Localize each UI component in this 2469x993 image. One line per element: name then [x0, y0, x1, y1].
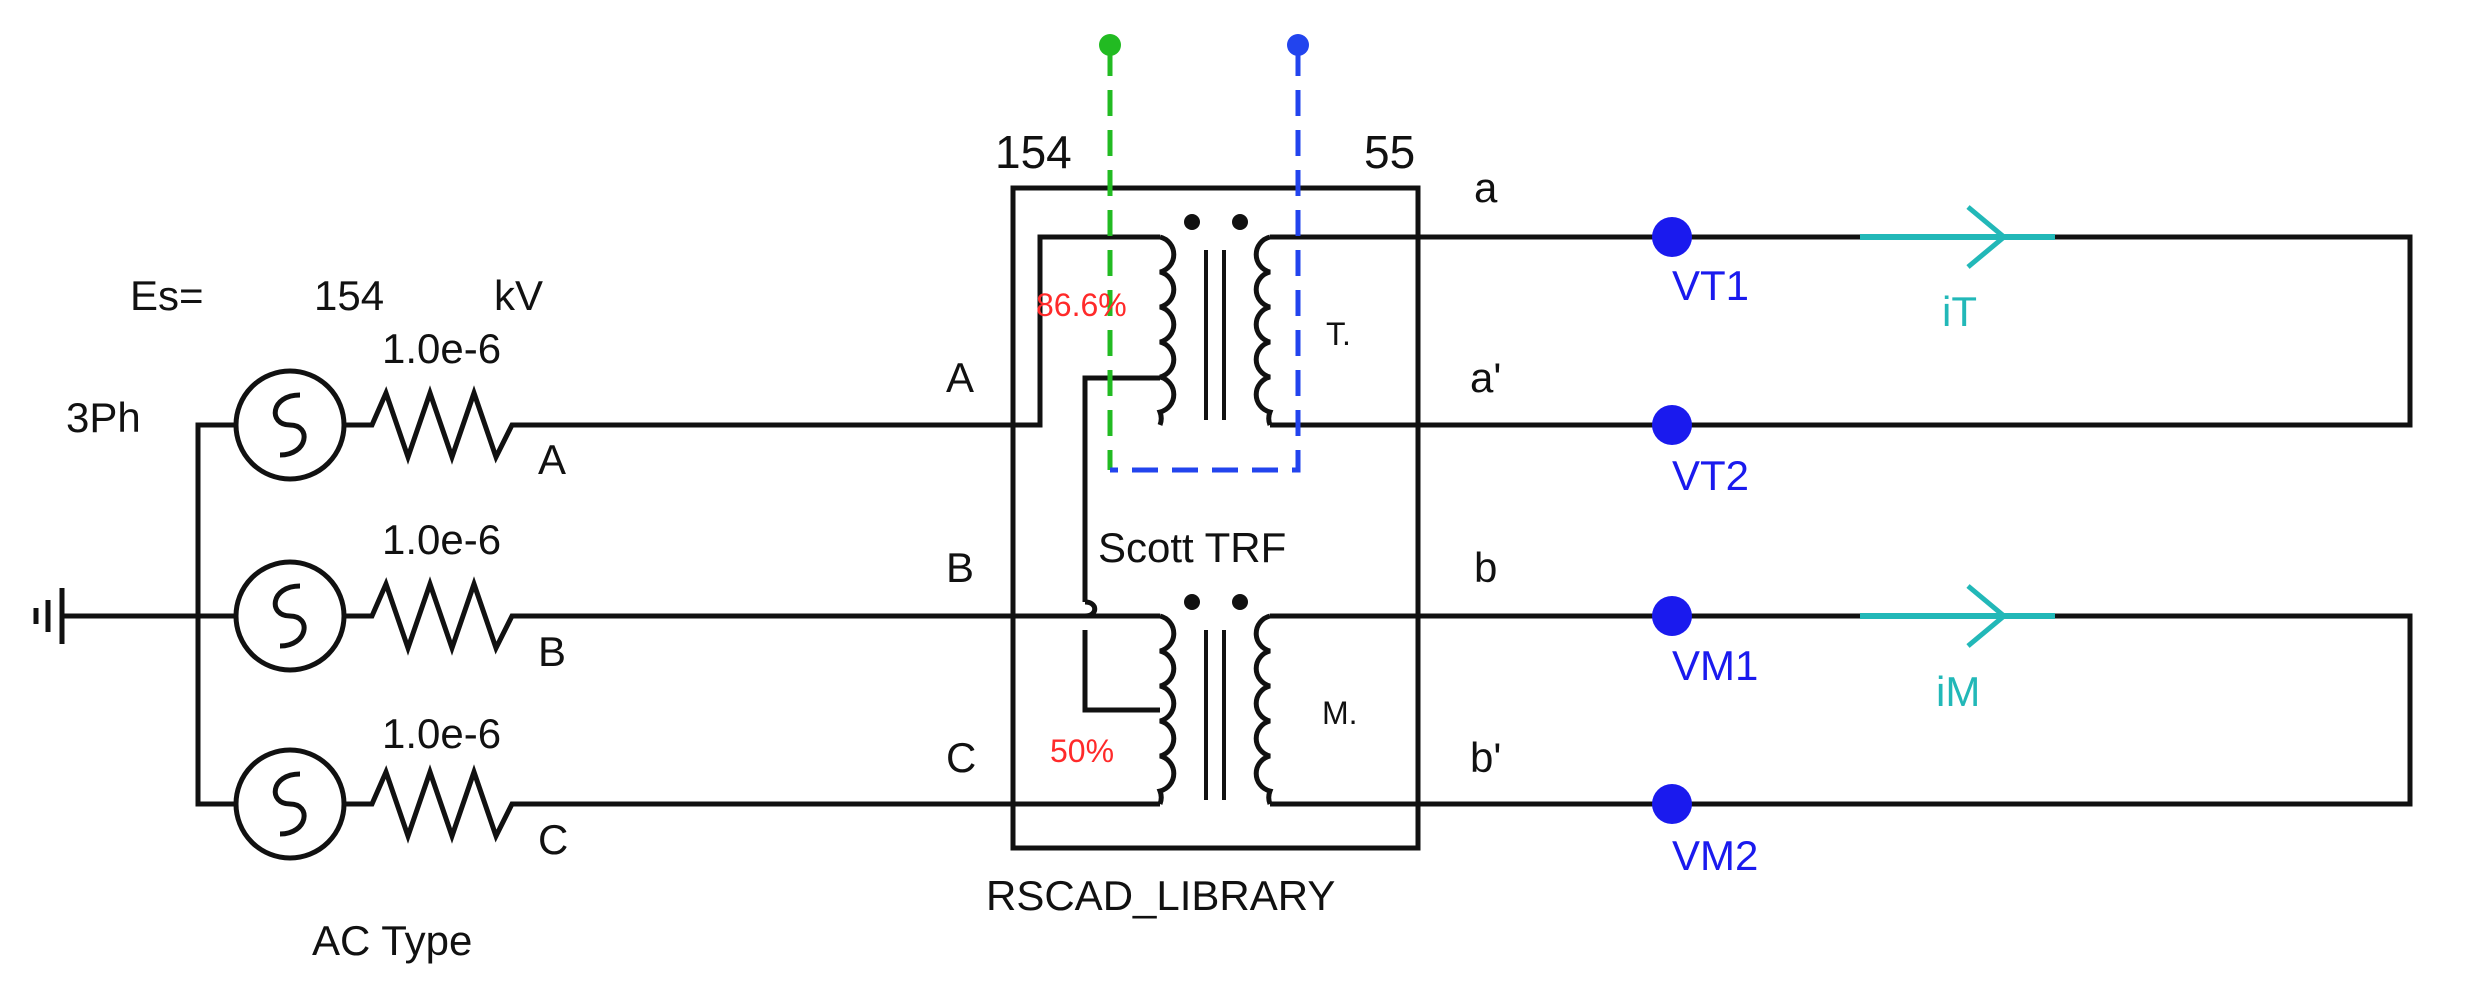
output-label-a-prime: a': [1470, 354, 1501, 401]
library-label: RSCAD_LIBRARY: [986, 872, 1335, 919]
voltage-node-vt1[interactable]: [1652, 217, 1692, 257]
resistance-label-c: 1.0e-6: [382, 710, 501, 757]
current-meter-im[interactable]: [1860, 584, 2055, 648]
line-phase-b-up: [1082, 375, 1160, 602]
main-winding-label: M.: [1322, 695, 1358, 731]
source-phase-label-b: B: [538, 628, 566, 675]
main-tap-label: 50%: [1050, 733, 1114, 769]
voltage-node-vm1[interactable]: [1652, 596, 1692, 636]
teaser-probe: [1099, 34, 1121, 470]
source-prefix-label: Es=: [130, 272, 204, 319]
ac-source-phase-c: [233, 747, 347, 861]
voltage-label-vm2: VM2: [1672, 832, 1758, 879]
input-label-a: A: [946, 354, 974, 401]
source-phase-label-c: C: [538, 816, 568, 863]
resistor-phase-a: [344, 385, 540, 465]
three-phase-label: 3Ph: [66, 394, 141, 441]
resistor-phase-b: [344, 576, 540, 656]
source-unit-label: kV: [494, 272, 543, 319]
current-meter-it[interactable]: [1860, 205, 2055, 269]
voltage-node-vm2[interactable]: [1652, 784, 1692, 824]
secondary-voltage-label: 55: [1364, 126, 1415, 178]
voltage-label-vt2: VT2: [1672, 452, 1749, 499]
ac-source-phase-b: [233, 559, 347, 673]
resistance-label-b: 1.0e-6: [382, 516, 501, 563]
teaser-winding-label: T.: [1326, 316, 1351, 352]
line-phase-b-down: [1082, 630, 1160, 713]
primary-voltage-label: 154: [995, 126, 1072, 178]
resistor-phase-c: [344, 764, 540, 844]
teaser-transformer: [1156, 214, 1274, 426]
source-phase-label-a: A: [538, 436, 566, 483]
main-probe: [1110, 34, 1309, 473]
voltage-label-vt1: VT1: [1672, 262, 1749, 309]
resistance-label-a: 1.0e-6: [382, 325, 501, 372]
output-label-a: a: [1474, 164, 1498, 211]
output-label-b-prime: b': [1470, 734, 1501, 781]
transformer-box: [1010, 185, 1421, 851]
teaser-tap-label: 86.6%: [1036, 287, 1127, 323]
main-transformer: [1156, 594, 1274, 805]
output-label-b: b: [1474, 544, 1497, 591]
current-label-im: iM: [1936, 668, 1980, 715]
transformer-name-label: Scott TRF: [1098, 524, 1286, 571]
voltage-node-vt2[interactable]: [1652, 405, 1692, 445]
current-label-it: iT: [1942, 288, 1977, 335]
source-voltage-label: 154: [314, 272, 384, 319]
voltage-label-vm1: VM1: [1672, 642, 1758, 689]
input-label-c: C: [946, 734, 976, 781]
ac-source-phase-a: [233, 368, 347, 482]
source-type-label: AC Type: [312, 917, 472, 964]
input-label-b: B: [946, 544, 974, 591]
ground-icon: [33, 588, 198, 644]
line-phase-a: [540, 234, 1160, 428]
